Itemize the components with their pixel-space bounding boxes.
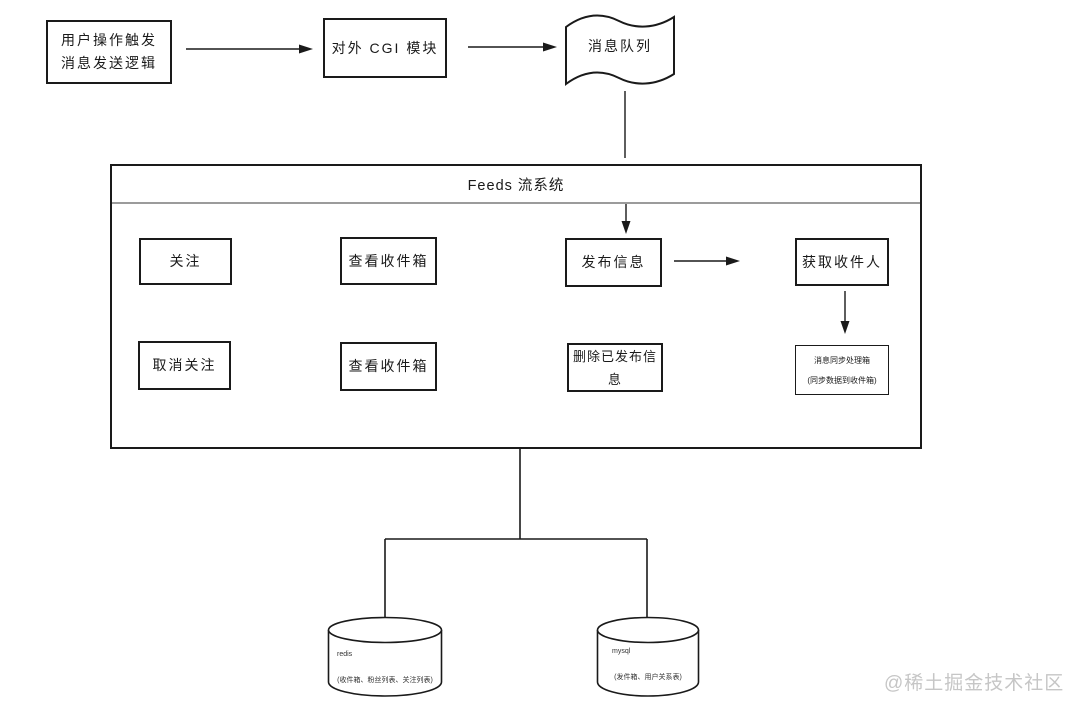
node-get-recipients: 获取收件人 (795, 238, 889, 286)
node-message-queue: 消息队列 (588, 38, 652, 54)
message-queue-shape-icon (565, 14, 675, 86)
node-view-inbox-bottom: 查看收件箱 (340, 342, 437, 391)
arrow-publish-to-recipients (674, 256, 740, 266)
node-user-trigger-line2: 消息发送逻辑 (61, 55, 157, 71)
feeds-system-container: Feeds 流系统 (110, 164, 922, 449)
arrow-queue-to-publish (621, 91, 631, 234)
redis-database-name: redis (337, 651, 353, 658)
node-unfollow: 取消关注 (138, 341, 231, 390)
arrow-user-to-cgi (186, 44, 313, 54)
node-cgi-module: 对外 CGI 模块 (323, 18, 447, 78)
node-delete-published: 删除已发布信息 (567, 343, 663, 392)
feeds-system-title: Feeds 流系统 (112, 166, 920, 204)
node-user-trigger-line1: 用户操作触发 (61, 32, 157, 48)
node-user-trigger: 用户操作触发 消息发送逻辑 (46, 20, 172, 84)
node-sync-handler-line1: 消息同步处理箱 (814, 355, 870, 365)
node-sync-handler-line2: (同步数据到收件箱) (807, 375, 877, 385)
mysql-database-contents: (发件箱、用户关系表) (614, 674, 682, 681)
node-view-inbox-top: 查看收件箱 (340, 237, 437, 285)
mysql-database-cylinder-icon (596, 616, 700, 697)
connector-feeds-to-databases (384, 449, 648, 618)
arrow-cgi-to-queue (468, 42, 557, 52)
node-follow: 关注 (139, 238, 232, 285)
juejin-watermark: @稀土掘金技术社区 (884, 673, 1065, 694)
redis-database-contents: (收件箱、粉丝列表、关注列表) (337, 677, 433, 684)
redis-database-cylinder-icon (327, 616, 443, 697)
node-publish-message: 发布信息 (565, 238, 662, 287)
mysql-database-name: mysql (612, 648, 631, 655)
arrow-recipients-to-sync (840, 291, 850, 334)
node-sync-handler: 消息同步处理箱 (同步数据到收件箱) (795, 345, 889, 395)
